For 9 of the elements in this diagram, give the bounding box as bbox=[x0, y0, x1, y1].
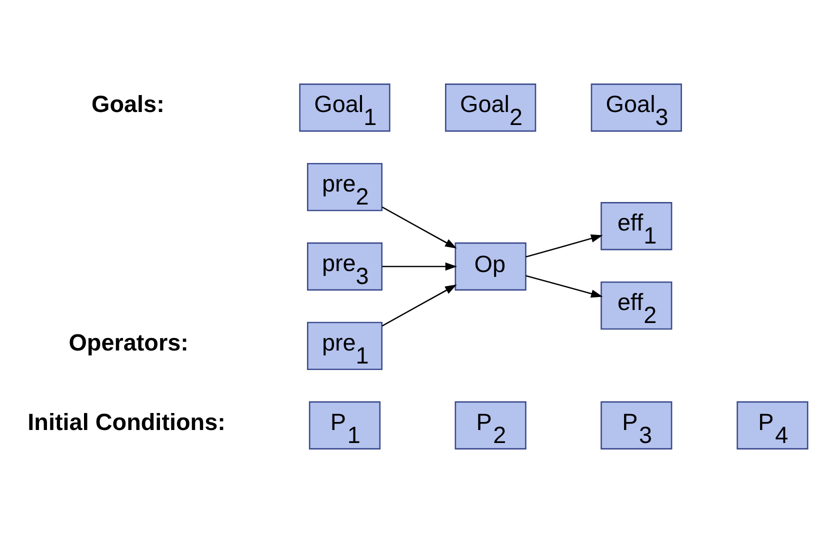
node-box: Op bbox=[454, 242, 526, 291]
arrow bbox=[526, 234, 603, 258]
label: Initial Conditions: bbox=[28, 408, 226, 435]
arrow bbox=[526, 275, 603, 298]
label: Goals: bbox=[91, 91, 164, 118]
arrow bbox=[382, 284, 457, 326]
arrow bbox=[382, 262, 458, 271]
label: Operators: bbox=[68, 329, 188, 356]
arrow bbox=[382, 206, 457, 248]
